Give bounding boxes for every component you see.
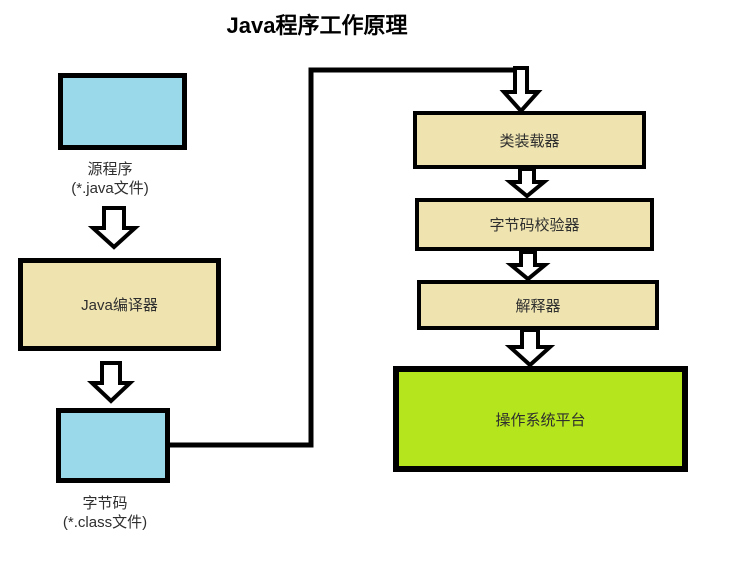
arrow-compiler-to-bytecode-icon [86,361,136,404]
bytecode-verifier-label: 字节码校验器 [489,217,580,234]
source-program-caption: 源程序 (*.java文件) [25,160,195,198]
arrow-loader-to-verifier-icon [504,167,550,199]
node-bytecode-verifier: 字节码校验器 [415,198,654,251]
os-platform-label: 操作系统平台 [495,411,586,429]
source-program-caption-line2: (*.java文件) [71,180,149,197]
arrow-source-to-compiler-icon [87,206,141,250]
arrow-verifier-to-interpreter-icon [505,250,551,282]
node-os-platform: 操作系统平台 [393,366,688,472]
node-interpreter: 解释器 [417,280,659,330]
bytecode-caption-line1: 字节码 [82,495,128,512]
diagram-title: Java程序工作原理 [226,13,408,38]
source-program-caption-line1: 源程序 [87,161,133,178]
bytecode-caption: 字节码 (*.class文件) [15,494,195,532]
interpreter-label: 解释器 [515,297,561,315]
arrow-into-class-loader-icon [499,66,543,114]
java-compiler-label: Java编译器 [81,297,158,314]
bytecode-caption-line2: (*.class文件) [62,514,148,531]
node-class-loader: 类装载器 [413,111,646,169]
node-bytecode [56,408,170,483]
class-loader-label: 类装载器 [499,132,560,150]
node-java-compiler: Java编译器 [18,258,221,351]
arrow-interpreter-to-os-icon [504,328,556,368]
node-source-program [58,73,187,150]
